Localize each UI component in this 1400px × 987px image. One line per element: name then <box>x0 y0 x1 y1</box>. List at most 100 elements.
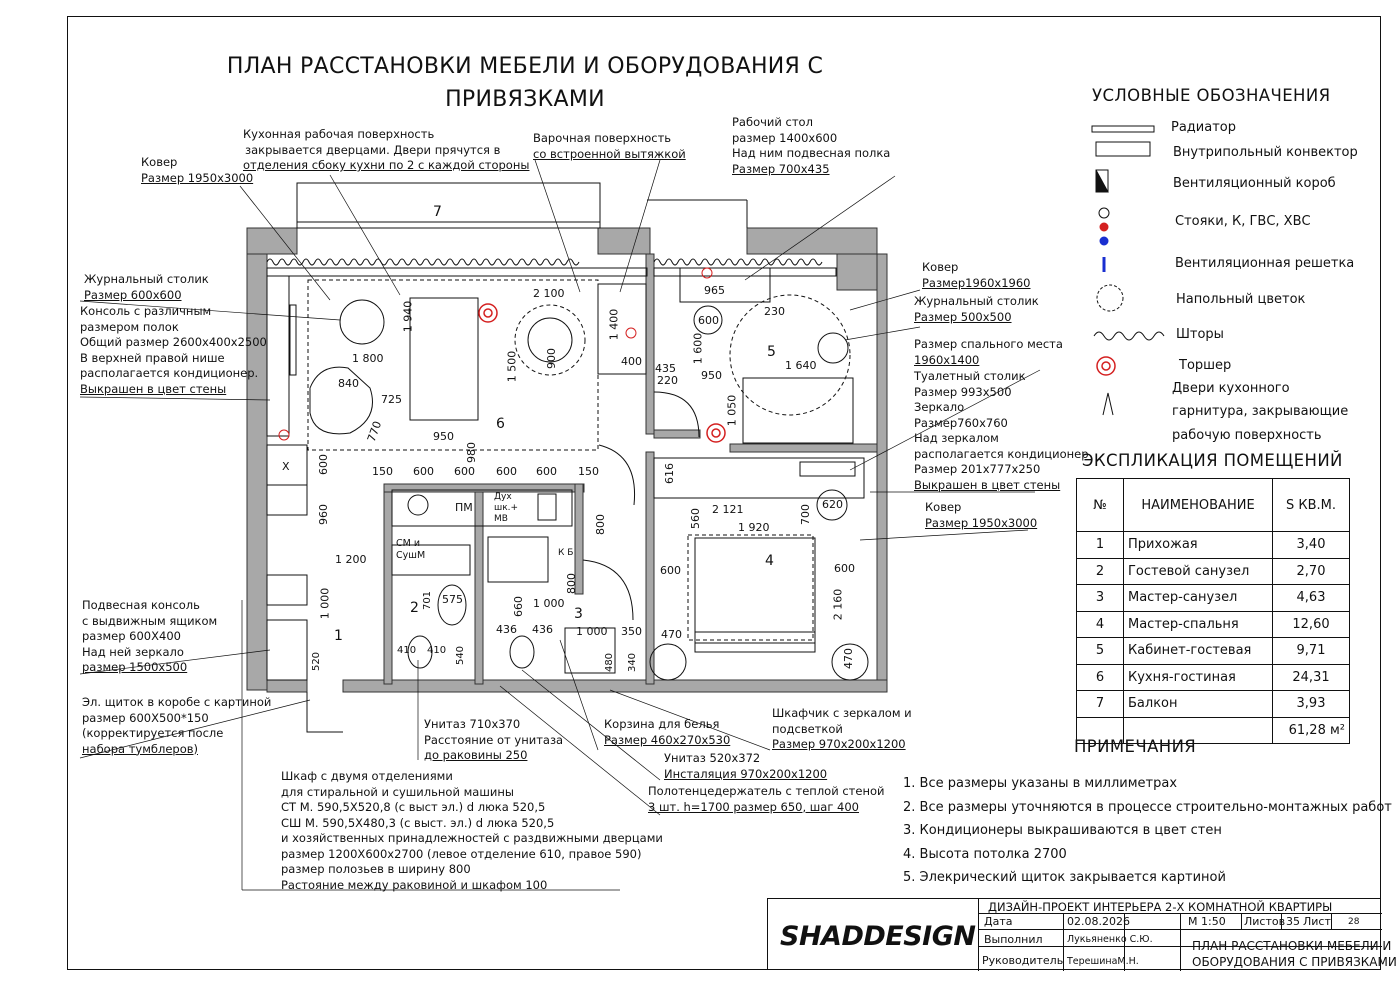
stamp-sheets-label: Листов <box>1244 915 1286 928</box>
curtain-kitchen <box>266 258 580 266</box>
title-block: SHADDESIGN ДИЗАЙН-ПРОЕКТ ИНТЕРЬЕРА 2-Х К… <box>767 898 1397 971</box>
dressing-table <box>799 461 856 477</box>
explication-heading: ЭКСПЛИКАЦИЯ ПОМЕЩЕНИЙ <box>1082 451 1343 470</box>
shower-tray <box>487 536 549 583</box>
callout-rug-study: Ковер Размер1960х1960 <box>922 260 1031 290</box>
dimension: 1 920 <box>738 521 770 534</box>
hob <box>537 493 557 521</box>
legend-radiator: Радиатор <box>1171 120 1236 135</box>
x-label: X <box>282 460 290 473</box>
wall-top-mid-pier <box>597 227 651 255</box>
callout-hanging-console: Подвесная консоль с выдвижным ящиком раз… <box>82 598 218 674</box>
callout-desk: Рабочий стол размер 1400х600 Над ним под… <box>732 115 891 176</box>
wall-bottom <box>342 679 888 693</box>
dimension: 600 <box>413 465 434 478</box>
dimension: 1 200 <box>335 553 367 566</box>
room-number-2: 2 <box>410 600 419 616</box>
dimension: 560 <box>689 508 702 529</box>
dimension: 520 <box>311 651 323 672</box>
callout-hob: Варочная поверхность со встроенной вытяж… <box>533 131 686 161</box>
wc-guest <box>407 635 433 669</box>
dimension: 1 800 <box>352 352 384 365</box>
kb-label: К Б <box>558 548 574 558</box>
dimension: 470 <box>842 648 855 669</box>
legend-vent-box: Вентиляционный короб <box>1173 176 1336 191</box>
oven-label-2: шк.+ <box>494 503 519 513</box>
room-number-6: 6 <box>496 416 505 432</box>
door-entrance <box>306 692 343 733</box>
stamp-date: 02.08.2026 <box>1067 915 1130 928</box>
bedroom-chair <box>816 489 848 521</box>
dimension: 230 <box>764 305 785 318</box>
door-kitchen-hall <box>598 444 636 506</box>
hanging-console <box>266 619 308 681</box>
study-coffee-table <box>817 332 849 364</box>
dimension: 150 <box>578 465 599 478</box>
radiator-kitchen <box>266 267 648 277</box>
risers <box>278 267 713 441</box>
note-item: 3. Кондиционеры выкрашиваются в цвет сте… <box>903 823 1222 838</box>
walls <box>246 227 888 693</box>
rug-bedroom <box>687 534 814 641</box>
callout-console: Консоль с различным размером полок Общий… <box>80 304 267 396</box>
dimension: 435 <box>655 362 676 375</box>
stamp-drawing-title-1: ПЛАН РАССТАНОВКИ МЕБЕЛИ И <box>1192 939 1392 953</box>
dining-table-area <box>514 304 586 376</box>
desk <box>679 267 771 303</box>
dimension: 840 <box>338 377 359 390</box>
callout-panel: Эл. щиток в коробе с картиной размер 600… <box>82 695 272 756</box>
drawing-title: ПЛАН РАССТАНОВКИ МЕБЕЛИ И ОБОРУДОВАНИЯ С… <box>150 50 900 116</box>
wall-bath-top <box>383 483 585 493</box>
wall-bedroom-left <box>645 451 655 685</box>
callout-rug-bedroom: Ковер Размер 1950х3000 <box>925 500 1038 530</box>
dimension: 575 <box>442 593 463 606</box>
stamp-done-label: Выполнил <box>984 933 1043 946</box>
bed <box>694 537 816 644</box>
balcony <box>296 182 601 229</box>
dimension: 436 <box>496 623 517 636</box>
stamp-head: ТерешинаМ.Н. <box>1067 956 1139 967</box>
wall-top-right <box>746 227 878 255</box>
coffee-table <box>339 299 385 345</box>
sink <box>407 494 429 516</box>
dimension: 800 <box>594 514 607 535</box>
stamp-drawing-title-2: ОБОРУДОВАНИЯ С ПРИВЯЗКАМИ <box>1192 955 1397 969</box>
stamp-date-label: Дата <box>984 915 1013 928</box>
basin-master <box>564 627 616 674</box>
wall-bath-mid <box>474 483 484 685</box>
room-number-5: 5 <box>767 344 776 360</box>
dimension: 400 <box>621 355 642 368</box>
dimension: 436 <box>532 623 553 636</box>
dimension: 600 <box>536 465 557 478</box>
dimension: 1 940 <box>401 300 415 333</box>
dimension: 600 <box>834 562 855 575</box>
stamp-sheets: 35 <box>1286 915 1300 928</box>
kitchen-worktop <box>391 489 573 527</box>
callout-towel-rail: Полотенцедержатель с теплой стеной 3 шт.… <box>648 784 885 814</box>
nightstand-right <box>831 643 869 681</box>
dimension: 660 <box>512 596 525 617</box>
note-item: 1. Все размеры указаны в миллиметрах <box>903 776 1178 791</box>
stamp-project: ДИЗАЙН-ПРОЕКТ ИНТЕРЬЕРА 2-Х КОМНАТНОЙ КВ… <box>988 900 1333 914</box>
dimension: 600 <box>698 314 719 327</box>
dimension: 1 400 <box>607 308 621 341</box>
wall-right <box>876 253 888 685</box>
dimension: 950 <box>433 430 454 443</box>
drawing-sheet <box>67 16 1381 970</box>
wall-bath-left <box>383 483 393 685</box>
cabinet-hall <box>266 574 308 606</box>
dimension: 2 121 <box>712 503 744 516</box>
callout-study-coffee-table: Журнальный столик Размер 500х500 <box>914 294 1039 324</box>
callout-dressing-table: Туалетный столик Размер 993х500 Зеркало … <box>914 369 1089 492</box>
dimension: 1 000 <box>318 587 332 620</box>
dimension: 410 <box>397 645 417 656</box>
sofa-bed <box>742 377 854 444</box>
dimension: 150 <box>372 465 393 478</box>
washer-label-1: СМ и <box>396 538 421 549</box>
callout-laundry-basket: Корзина для белья Размер 460х270х530 <box>604 717 731 747</box>
